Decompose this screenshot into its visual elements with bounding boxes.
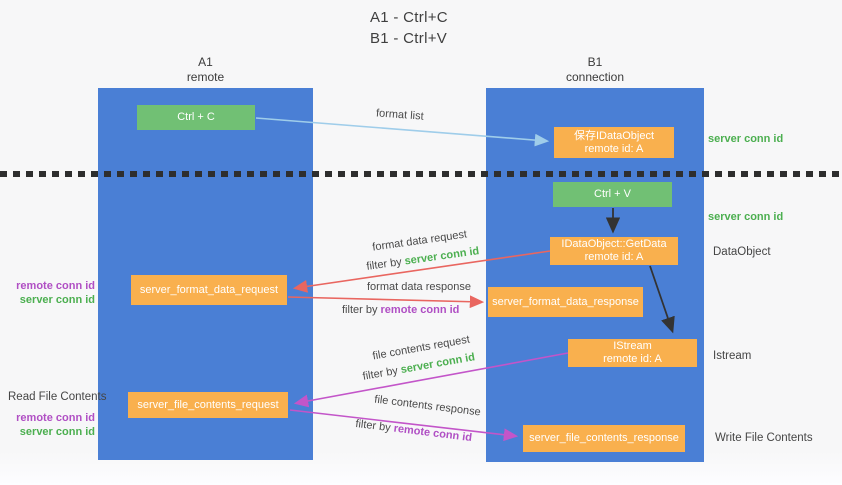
- arrow-getdata-to-istream: [649, 265, 675, 334]
- node-server-format-data-request: server_format_data_request: [131, 275, 287, 305]
- label-format-data-response: format data response: [367, 281, 471, 293]
- node-ctrl-v: Ctrl + V: [553, 182, 672, 207]
- label-istream: Istream: [713, 350, 752, 362]
- node-server-format-data-response: server_format_data_response: [488, 287, 643, 317]
- arrow-format-data-response: [287, 295, 485, 309]
- lane-b-subtitle: connection: [565, 70, 625, 84]
- label-server-conn-id-right-mid: server conn id: [708, 211, 784, 223]
- arrow-format-data-request: [292, 250, 551, 293]
- label-read-file-contents: Read File Contents: [8, 391, 107, 403]
- lane-a-subtitle: remote: [186, 70, 225, 84]
- node-getdata-line2: remote id: A: [584, 251, 644, 263]
- left-conn-id-stack-top: remote conn id server conn id: [0, 279, 95, 307]
- label-remote-conn-id-left-bottom: remote conn id: [16, 412, 95, 424]
- node-format-request-label: server_format_data_request: [139, 283, 279, 296]
- node-save-line1: 保存IDataObject: [573, 129, 655, 142]
- label-write-file-contents: Write File Contents: [715, 432, 813, 444]
- arrow-file-contents-request: [293, 352, 569, 408]
- left-conn-id-stack-bottom: remote conn id server conn id: [0, 411, 95, 439]
- node-format-response-label: server_format_data_response: [492, 295, 639, 308]
- node-server-file-contents-response: server_file_contents_response: [523, 425, 685, 452]
- lane-a-name: A1: [198, 55, 213, 69]
- label-server-conn-id-left-top: server conn id: [19, 294, 95, 306]
- label-server-conn-id-left-bottom: server conn id: [19, 426, 95, 438]
- label-dataobject: DataObject: [713, 246, 771, 258]
- node-file-response-label: server_file_contents_response: [529, 432, 679, 444]
- dotted-separator-line: [0, 171, 842, 177]
- node-file-request-label: server_file_contents_request: [137, 398, 279, 411]
- label-remote-conn-id-left-top: remote conn id: [16, 280, 95, 292]
- node-ctrl-v-label: Ctrl + V: [594, 188, 631, 200]
- node-ctrl-c-label: Ctrl + C: [177, 111, 215, 123]
- node-istream-line1: IStream: [613, 340, 652, 352]
- filter-by-text: filter by: [342, 304, 378, 316]
- node-getdata-line1: IDataObject::GetData: [561, 238, 667, 250]
- arrow-format-list: [255, 117, 550, 147]
- diagram-title: A1 - Ctrl+C B1 - Ctrl+V: [370, 7, 448, 49]
- node-istream-line2: remote id: A: [603, 353, 662, 365]
- node-save-line2: remote id: A: [584, 142, 644, 155]
- label-server-conn-id-right-top: server conn id: [708, 133, 784, 145]
- lane-b-name: B1: [587, 55, 603, 69]
- title-line-ctrl-c: A1 - Ctrl+C: [370, 9, 448, 26]
- title-line-ctrl-v: B1 - Ctrl+V: [370, 30, 448, 47]
- arrow-file-contents-response: [289, 409, 519, 442]
- node-server-file-contents-request: server_file_contents_request: [128, 392, 288, 418]
- label-filter-by-remote-conn-id-1: filter by remote conn id: [342, 304, 459, 316]
- remote-conn-id-text: remote conn id: [380, 304, 460, 316]
- node-ctrl-c: Ctrl + C: [137, 105, 255, 130]
